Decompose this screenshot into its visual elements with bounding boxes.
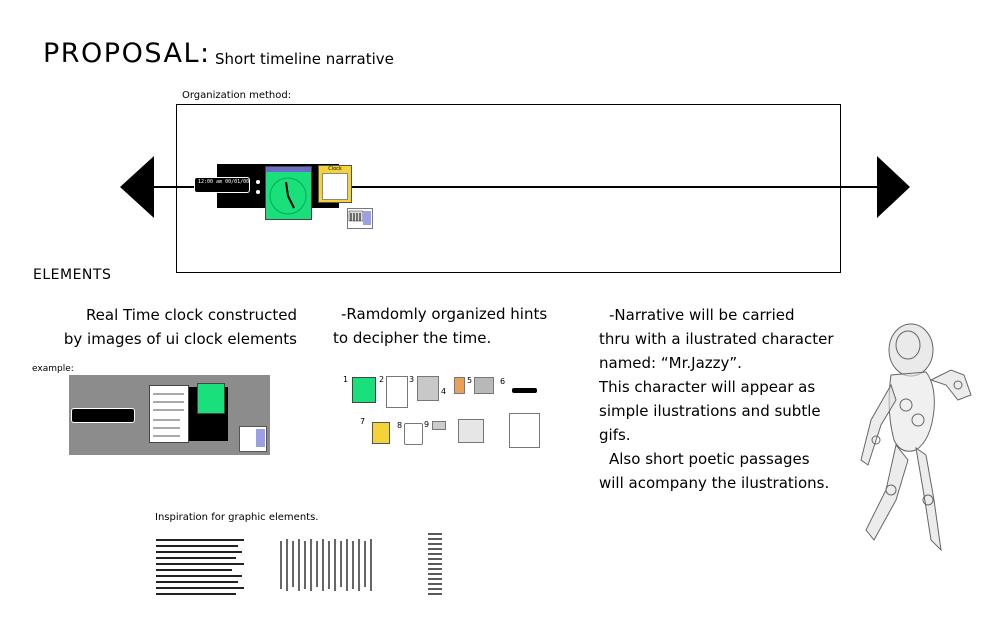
hint-round-clock (404, 423, 423, 445)
hints-group: 1 2 3 4 5 6 7 8 9 (340, 372, 550, 452)
calendar-lines-icon (348, 210, 371, 225)
col2-line: -Ramdomly organized hints (341, 305, 548, 323)
elements-col3: -Narrative will be carried thru with a i… (599, 303, 834, 495)
calendar-thumb-icon (347, 208, 373, 229)
col1-line: by images of ui clock elements (63, 330, 297, 348)
arrow-right-icon (877, 156, 910, 218)
elements-col2: -Ramdomly organized hints to decipher th… (333, 302, 547, 350)
menu-lines-icon (153, 393, 184, 437)
col3-line: gifs. (599, 426, 631, 444)
col1-line: Real Time clock constructed (85, 306, 297, 324)
chip-time: 12:00 am (198, 179, 223, 185)
analog-clock-green (265, 166, 312, 220)
example-calendar-blue (256, 429, 265, 447)
col3-line: -Narrative will be carried (609, 306, 795, 324)
square-clock-label: Clock (328, 166, 342, 172)
hint-window-thumb (417, 376, 439, 401)
hint-number: 3 (409, 375, 415, 384)
hint-green-clock (352, 377, 376, 403)
hint-small-window (432, 421, 446, 430)
hint-number: 6 (500, 377, 506, 386)
chip-dot (256, 190, 260, 194)
example-green-clock (197, 383, 225, 414)
col3-line: thru with a ilustrated character (599, 330, 834, 348)
hint-number: 8 (397, 421, 403, 430)
elements-heading: ELEMENTS (33, 267, 112, 283)
example-label: example: (32, 364, 74, 374)
elements-col1: Real Time clock constructed by images of… (57, 303, 297, 351)
hint-list-window (509, 413, 540, 448)
square-clock-face-icon (322, 173, 348, 200)
hint-number: 9 (424, 420, 430, 429)
hint-number: 7 (360, 417, 366, 426)
inspiration-stripes-3 (428, 533, 442, 595)
example-panel (69, 375, 270, 455)
clock-face-icon (269, 177, 307, 215)
col3-line: This character will appear as (599, 378, 816, 396)
chip-dot (256, 180, 260, 184)
col3-line: will acompany the ilustrations. (599, 474, 830, 492)
hint-watch-icon (454, 377, 465, 394)
col3-line: named: “Mr.Jazzy”. (599, 354, 742, 372)
hint-number: 1 (343, 375, 349, 384)
example-menu-panel (149, 385, 189, 443)
hint-number: 4 (441, 387, 447, 396)
col3-line: Also short poetic passages (609, 450, 810, 468)
hint-yellow-clock (372, 422, 390, 444)
inspiration-stripes-2 (280, 539, 372, 591)
inspiration-label: Inspiration for graphic elements. (155, 512, 319, 523)
digital-clock-chip: 12:00 am 00/01/00 (194, 177, 250, 193)
hint-calendar-window (458, 419, 484, 443)
chip-date: 00/01/00 (225, 179, 250, 185)
page-subtitle: Short timeline narrative (215, 50, 394, 68)
mr-jazzy-figure (860, 323, 972, 552)
example-calendar-thumb (239, 426, 267, 452)
example-digital-chip (71, 408, 135, 423)
col3-line: simple ilustrations and subtle (599, 402, 821, 420)
page-title: PROPOSAL: (43, 38, 211, 69)
hint-digital-chip (511, 387, 538, 394)
inspiration-stripes-1 (156, 539, 244, 595)
organization-label: Organization method: (182, 90, 292, 101)
timeline-line (150, 186, 878, 188)
col2-line: to decipher the time. (333, 329, 492, 347)
square-clock-widget: Clock (318, 165, 352, 203)
organization-box (176, 104, 841, 273)
hint-menu-thumb (386, 376, 408, 408)
hint-window-thumb-2 (474, 377, 494, 394)
hint-number: 2 (379, 375, 385, 384)
hint-number: 5 (467, 376, 473, 385)
arrow-left-icon (120, 156, 154, 218)
green-clock-titlebar (266, 167, 311, 172)
